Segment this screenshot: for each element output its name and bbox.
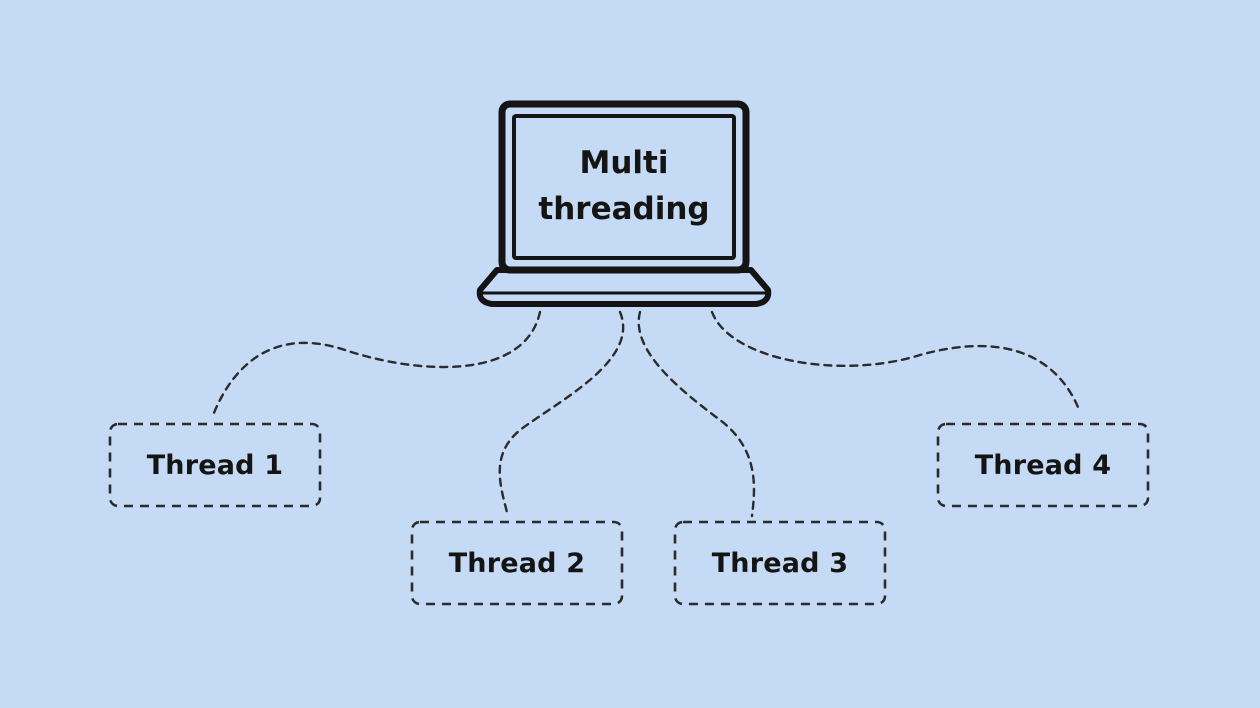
thread-4-label: Thread 4	[974, 449, 1112, 481]
thread-3-box: Thread 3	[675, 522, 885, 604]
thread-4-box: Thread 4	[938, 424, 1148, 506]
laptop-icon	[476, 100, 772, 307]
connector-thread-2	[498, 310, 625, 518]
thread-3-box-outline	[673, 520, 887, 606]
thread-1-box-outline	[108, 422, 322, 508]
connector-thread-3	[637, 310, 756, 518]
center-label-line-2: threading	[538, 191, 710, 227]
thread-2-box: Thread 2	[412, 522, 622, 604]
thread-1-box: Thread 1	[110, 424, 320, 506]
thread-2-label: Thread 2	[448, 547, 586, 579]
thread-1-label: Thread 1	[146, 449, 284, 481]
connector-thread-1	[210, 310, 542, 420]
thread-3-label: Thread 3	[711, 547, 849, 579]
laptop-screen-label: Multi threading	[514, 116, 734, 256]
connector-thread-4	[710, 310, 1082, 414]
thread-2-box-outline	[410, 520, 624, 606]
center-label-line-1: Multi	[579, 145, 669, 181]
thread-4-box-outline	[936, 422, 1150, 508]
